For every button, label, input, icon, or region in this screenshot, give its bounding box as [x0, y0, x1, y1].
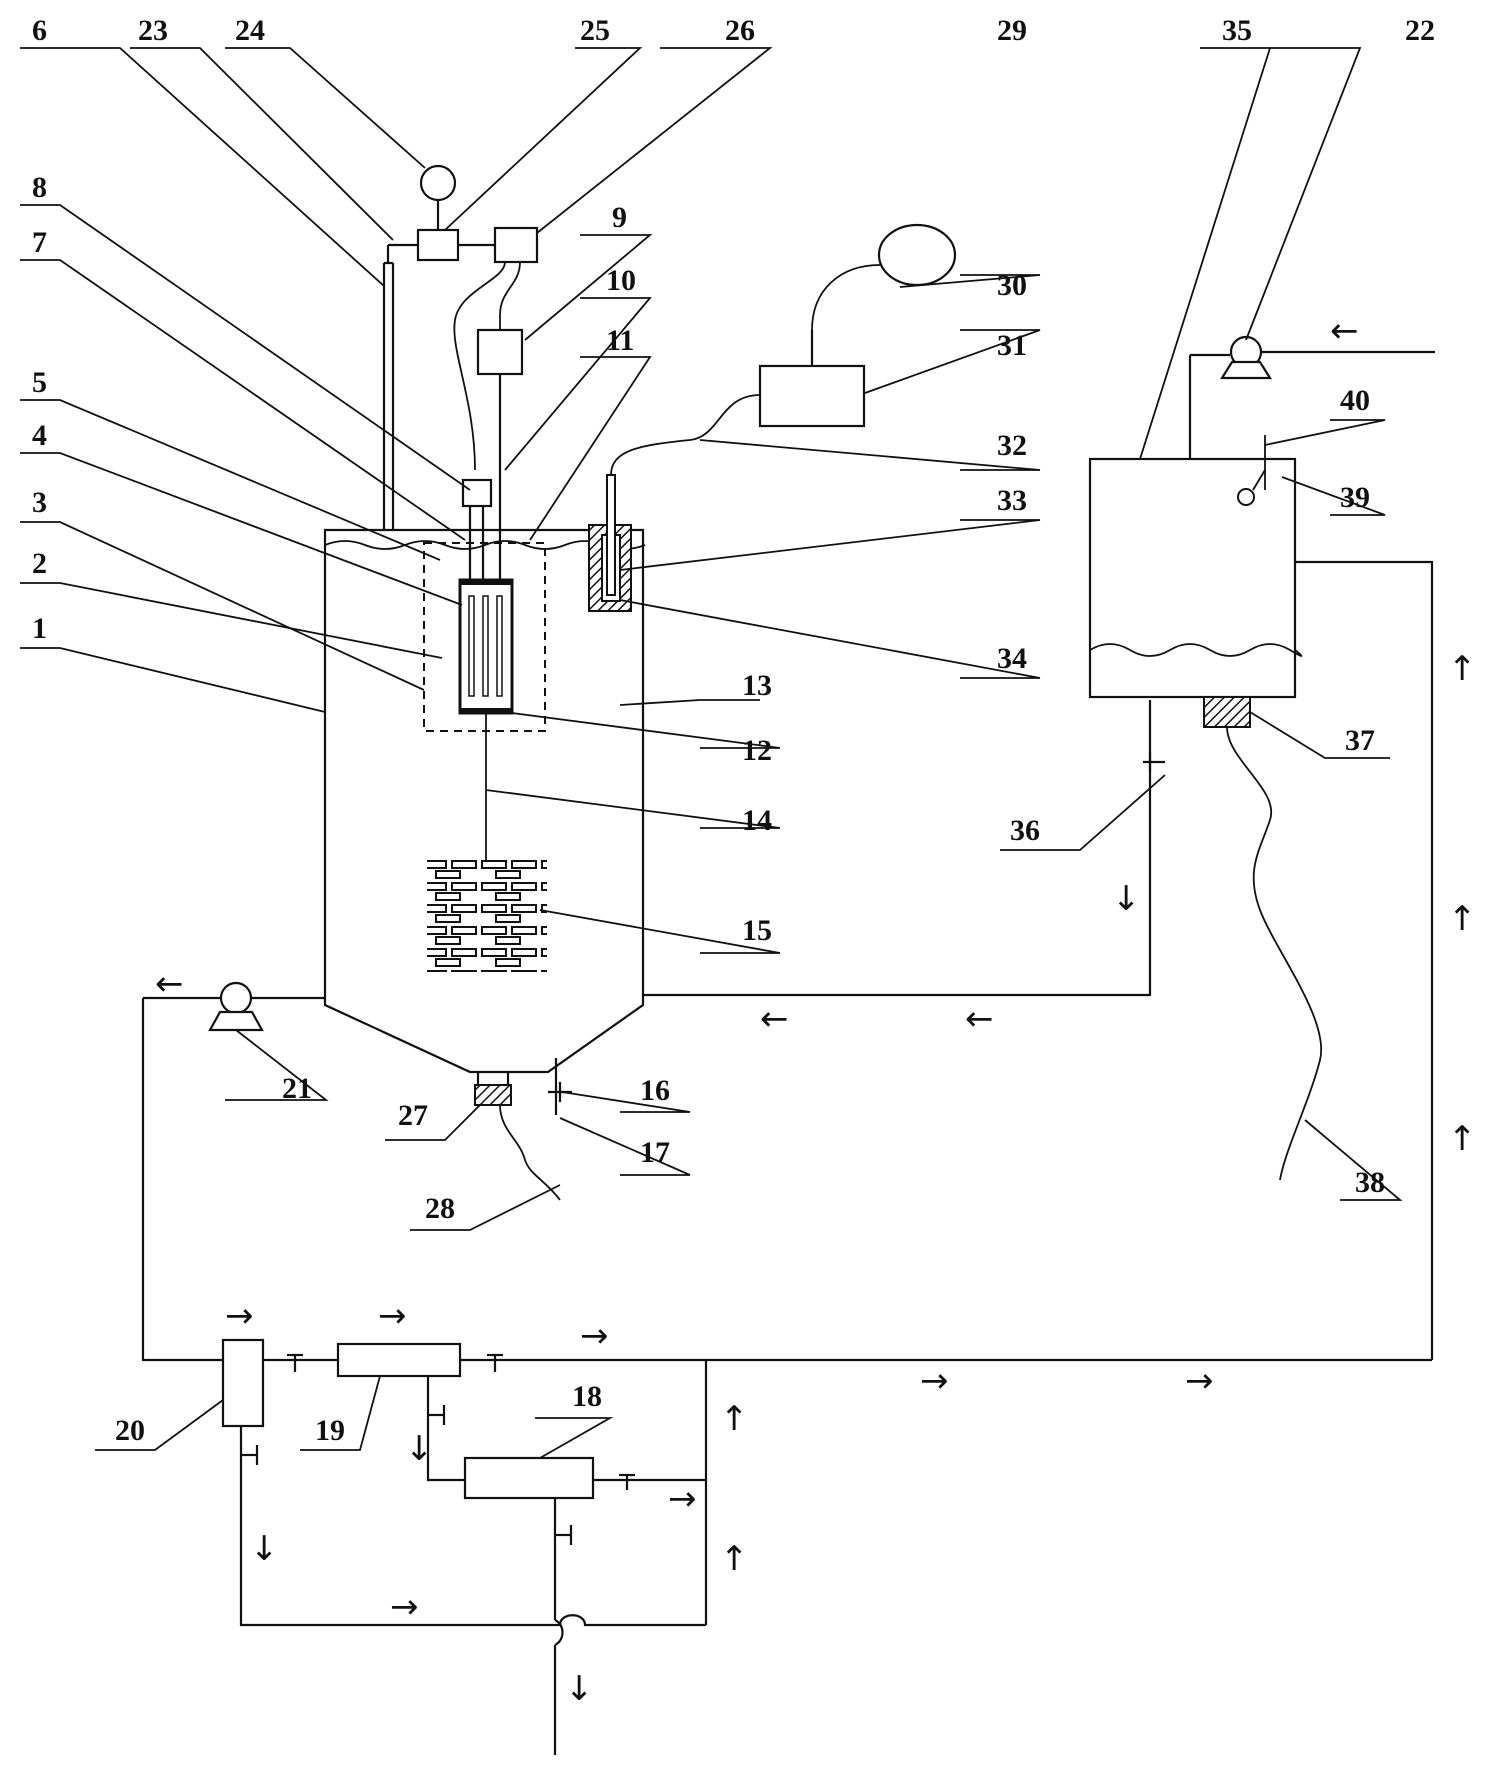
label-13: 13: [742, 669, 772, 702]
label-7: 7: [32, 226, 47, 259]
label-27: 27: [398, 1099, 428, 1132]
label-6: 6: [32, 14, 47, 47]
arrow-left: ←: [155, 964, 184, 1004]
gas-piping: [382, 164, 539, 582]
pump-21: [141, 981, 325, 1362]
label-5: 5: [32, 366, 47, 399]
arrow-right: →: [225, 1296, 254, 1336]
arrow-up: ↑: [720, 1539, 749, 1579]
label-36: 36: [1010, 814, 1040, 847]
label-12: 12: [742, 734, 772, 767]
arrow-right: →: [668, 1479, 697, 1519]
label-39: 39: [1340, 481, 1370, 514]
label-31: 31: [997, 329, 1027, 362]
storage-tank: [1088, 335, 1435, 1181]
arrow-down: ↓: [1112, 879, 1141, 919]
leader-lines: [20, 47, 1403, 1459]
membrane-element: [458, 578, 514, 715]
arrow-down: ↓: [250, 1529, 279, 1569]
label-33: 33: [997, 484, 1027, 517]
label-19: 19: [315, 1414, 345, 1447]
return-line: [643, 700, 1165, 997]
arrow-right: →: [390, 1587, 419, 1627]
label-20: 20: [115, 1414, 145, 1447]
label-2: 2: [32, 547, 47, 580]
label-9: 9: [612, 201, 627, 234]
flow-arrows: ← ← ← ← ↓ ↑ ↑ ↑ → → → → → → → ↑ ↑ ↓ ↓ ↓: [155, 311, 1477, 1709]
arrow-down: ↓: [565, 1669, 594, 1709]
label-17: 17: [640, 1136, 670, 1169]
arrow-up: ↑: [1448, 649, 1477, 689]
label-1: 1: [32, 612, 47, 645]
label-10: 10: [606, 264, 636, 297]
label-38: 38: [1355, 1166, 1385, 1199]
label-3: 3: [32, 486, 47, 519]
label-37: 37: [1345, 724, 1375, 757]
membrane-module-box: [423, 542, 546, 732]
label-8: 8: [32, 171, 47, 204]
label-26: 26: [725, 14, 755, 47]
arrow-up: ↑: [1448, 1119, 1477, 1159]
arrow-right: →: [1185, 1361, 1214, 1401]
label-22: 22: [1405, 14, 1435, 47]
label-34: 34: [997, 642, 1027, 675]
label-35: 35: [1222, 14, 1252, 47]
label-24: 24: [235, 14, 265, 47]
arrow-left: ←: [1330, 311, 1359, 351]
arrow-up: ↑: [720, 1399, 749, 1439]
arrow-left: ←: [760, 999, 789, 1039]
label-32: 32: [997, 429, 1027, 462]
arrow-right: →: [920, 1361, 949, 1401]
label-29: 29: [997, 14, 1027, 47]
recycle-line: [1295, 560, 1434, 1360]
reactor-bottom: [474, 1058, 572, 1201]
label-16: 16: [640, 1074, 670, 1107]
probe-assembly: [588, 223, 957, 612]
label-21: 21: [282, 1072, 312, 1105]
packing-media: [427, 860, 547, 972]
arrow-right: →: [378, 1296, 407, 1336]
part-labels: 6 23 24 25 26 29 35 22 8 7 9 10 11 30 31…: [32, 14, 1435, 1447]
label-18: 18: [572, 1380, 602, 1413]
arrow-up: ↑: [1448, 899, 1477, 939]
arrow-left: ←: [965, 999, 994, 1039]
label-14: 14: [742, 804, 772, 837]
label-23: 23: [138, 14, 168, 47]
arrow-down: ↓: [405, 1429, 434, 1469]
label-11: 11: [606, 324, 634, 357]
label-40: 40: [1340, 384, 1370, 417]
label-4: 4: [32, 419, 47, 452]
filtration-train: [221, 1338, 1432, 1755]
arrow-right: →: [580, 1316, 609, 1356]
label-28: 28: [425, 1192, 455, 1225]
label-15: 15: [742, 914, 772, 947]
label-30: 30: [997, 269, 1027, 302]
label-25: 25: [580, 14, 610, 47]
